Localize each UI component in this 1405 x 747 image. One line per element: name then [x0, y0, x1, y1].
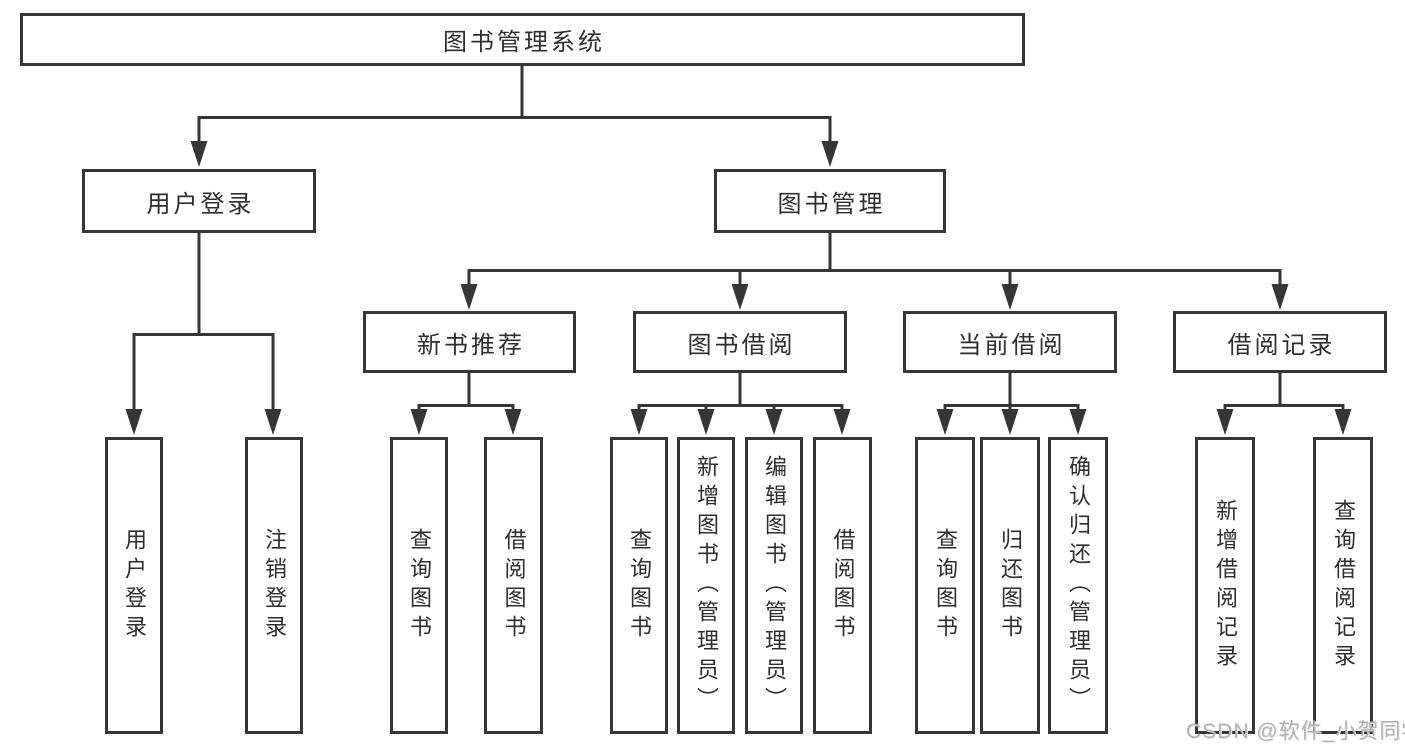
- connector-user-login-to-leaves: [125, 233, 282, 435]
- leaf-borrow-borrow: 借阅图书: [813, 437, 872, 734]
- node-new-books: 新书推荐: [363, 311, 576, 373]
- arrowhead-down: [697, 409, 715, 435]
- leaf-new-books-borrow: 借阅图书: [484, 437, 543, 734]
- arrowhead-down: [630, 409, 648, 435]
- leaf-borrow-edit-admin: 编辑图书（管理员）: [745, 437, 803, 734]
- csdn-watermark: CSDN @软件_小贺同学: [1186, 720, 1405, 743]
- arrowhead-down: [410, 409, 428, 435]
- node-borrow-records: 借阅记录: [1173, 311, 1387, 373]
- leaf-current-return: 归还图书: [980, 437, 1040, 734]
- node-book-borrow: 图书借阅: [633, 311, 847, 373]
- arrowhead-down: [125, 409, 143, 435]
- connector-current-borrow-to-leaves: [936, 373, 1087, 435]
- arrowhead-down: [833, 409, 851, 435]
- node-user-login: 用户登录: [82, 169, 316, 233]
- arrowhead-down: [821, 141, 839, 167]
- node-root: 图书管理系统: [20, 13, 1025, 66]
- arrowhead-down: [1216, 409, 1234, 435]
- leaf-logout: 注销登录: [245, 437, 303, 734]
- arrowhead-down: [264, 409, 282, 435]
- leaf-borrow-add-admin: 新增图书（管理员）: [677, 437, 735, 734]
- leaf-records-add: 新增借阅记录: [1195, 437, 1255, 734]
- arrowhead-down: [1069, 409, 1087, 435]
- leaf-borrow-query: 查询图书: [610, 437, 668, 734]
- connector-book-mgmt-to-level3: [460, 233, 1289, 310]
- arrowhead-down: [731, 284, 749, 310]
- arrowhead-down: [936, 409, 954, 435]
- connector-root-to-level2: [190, 66, 839, 167]
- leaf-new-books-query: 查询图书: [390, 437, 448, 734]
- arrowhead-down: [190, 141, 208, 167]
- arrowhead-down: [1334, 409, 1352, 435]
- node-book-mgmt: 图书管理: [714, 169, 946, 233]
- connector-borrow-records-to-leaves: [1216, 373, 1352, 435]
- leaf-current-confirm-admin: 确认归还（管理员）: [1048, 437, 1108, 734]
- leaf-user-login: 用户登录: [105, 437, 163, 734]
- arrowhead-down: [1271, 284, 1289, 310]
- node-current-borrow: 当前借阅: [903, 311, 1117, 373]
- arrowhead-down: [1001, 409, 1019, 435]
- connector-new-books-to-leaves: [410, 373, 522, 435]
- arrowhead-down: [765, 409, 783, 435]
- leaf-records-query: 查询借阅记录: [1313, 437, 1373, 734]
- arrowhead-down: [504, 409, 522, 435]
- connector-book-borrow-to-leaves: [630, 373, 851, 435]
- leaf-current-query: 查询图书: [915, 437, 975, 734]
- arrowhead-down: [460, 284, 478, 310]
- arrowhead-down: [1001, 284, 1019, 310]
